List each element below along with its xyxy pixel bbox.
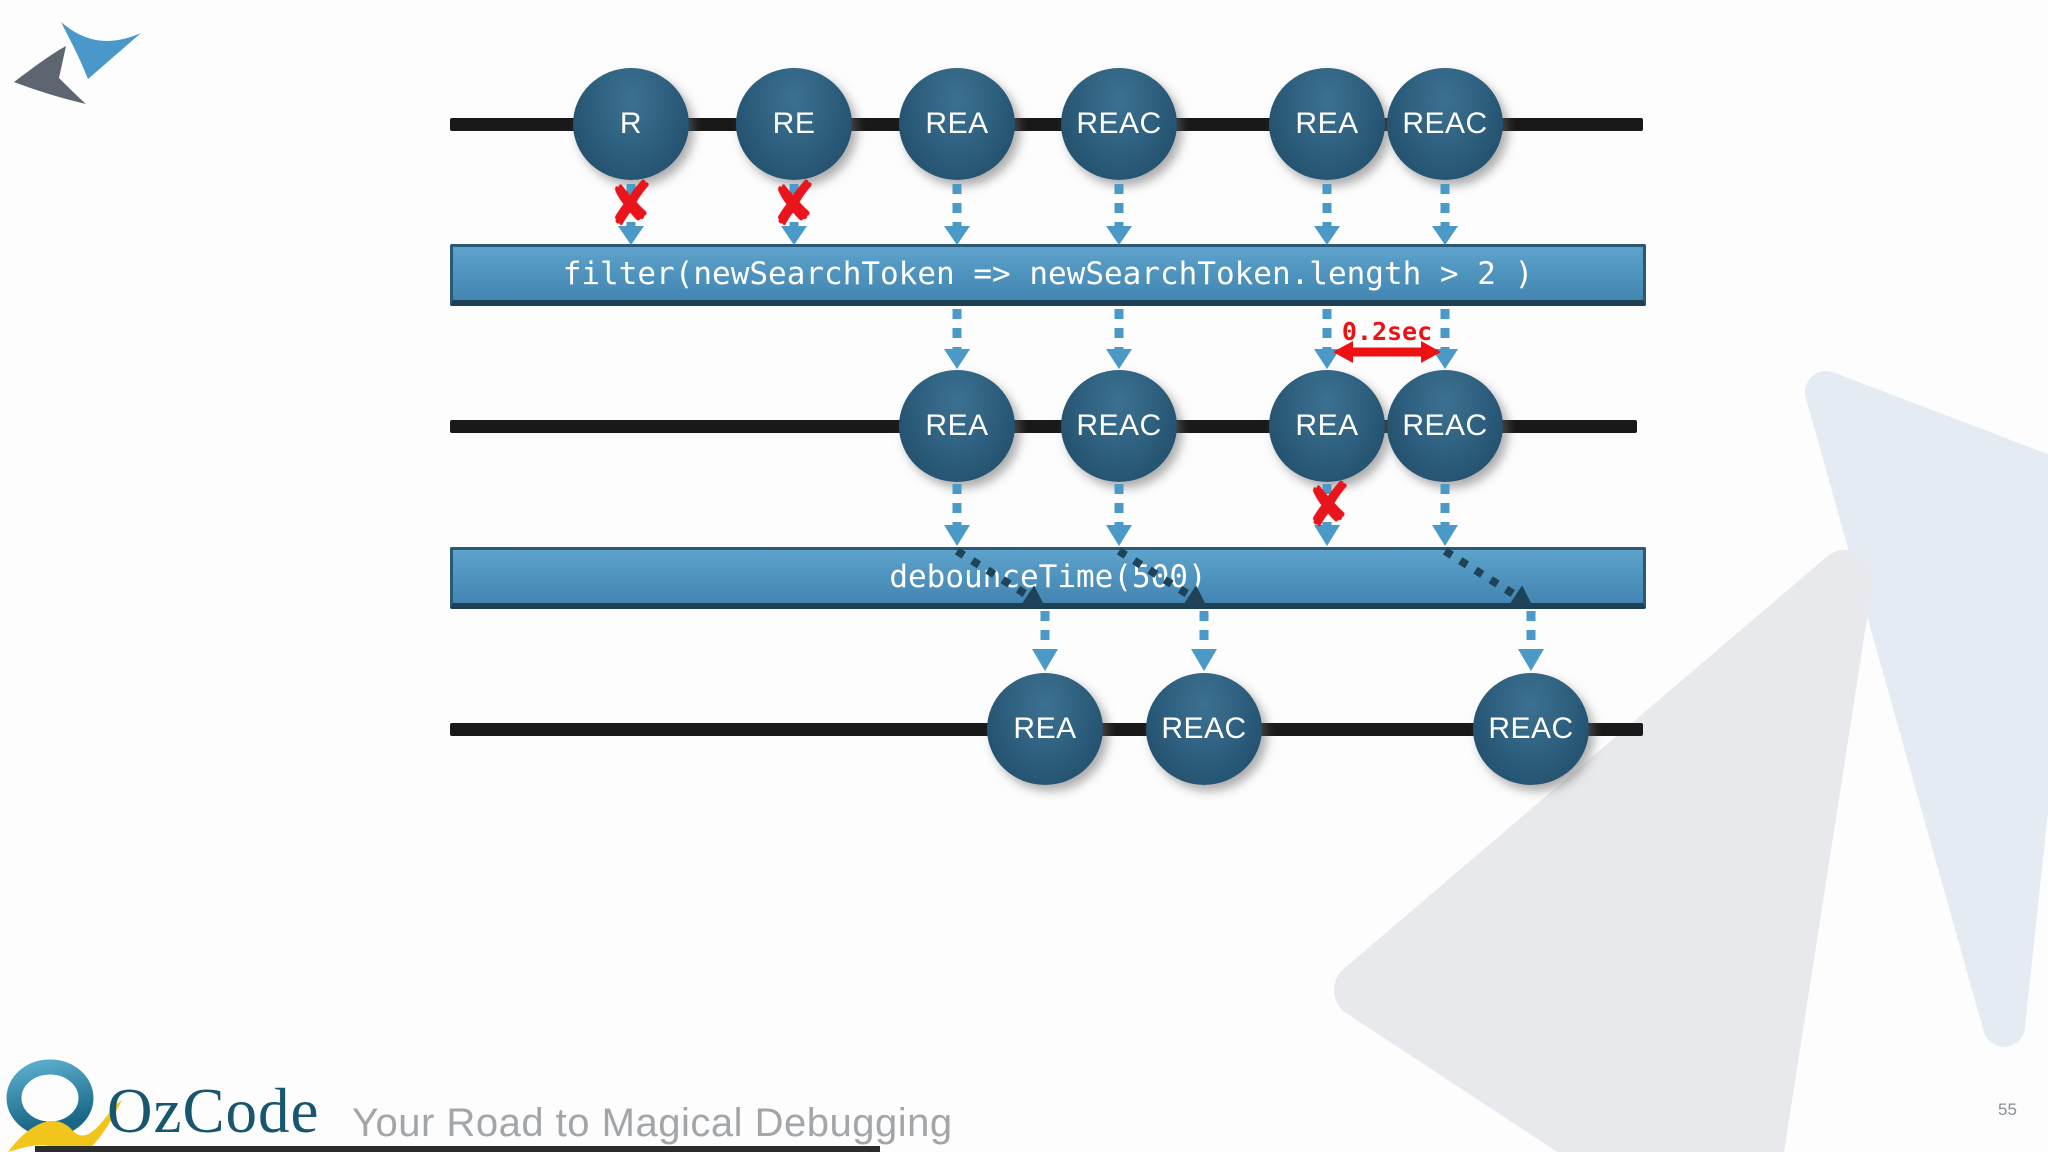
marble-label: REA [1295,409,1359,442]
brand-logo-road [8,1100,122,1152]
bottom-edge-strip [35,1146,880,1152]
marble-row1-4: REAC [1061,68,1177,180]
marble-label: REA [925,409,989,442]
marble-label: RE [772,107,816,140]
marble-label: REAC [1076,107,1162,140]
marble-row2-4: REAC [1387,370,1503,482]
logo-gray-arrow [14,46,86,104]
rejected-x-icon: ✘ [603,167,659,241]
page-number: 55 [1998,1100,2017,1119]
marble-label: REA [925,107,989,140]
rejected-x-icon: ✘ [1301,468,1357,542]
filter-operator-label: filter(newSearchToken => newSearchToken.… [562,255,1534,292]
marble-row3-3: REAC [1473,673,1589,785]
marble-label: REAC [1076,409,1162,442]
debounce-operator-label: debounceTime(500) [889,558,1207,595]
marble-label: REAC [1161,712,1247,745]
interval-annotation: 0.2sec [1341,317,1433,346]
marble-label: R [619,107,643,140]
marble-row3-2: REAC [1146,673,1262,785]
marble-row1-3: REA [899,68,1015,180]
debounce-operator-bar: debounceTime(500) [450,547,1646,609]
brand-tagline: Your Road to Magical Debugging [352,1101,953,1145]
marble-row1-1: R [573,68,689,180]
marble-label: REAC [1402,409,1488,442]
company-logo-mark [14,22,141,104]
marble-row2-2: REAC [1061,370,1177,482]
brand-name: OzCode [107,1076,320,1146]
marble-label: REAC [1402,107,1488,140]
marble-row1-2: RE [736,68,852,180]
marble-label: REAC [1488,712,1574,745]
marble-row1-6: REAC [1387,68,1503,180]
filter-operator-bar: filter(newSearchToken => newSearchToken.… [450,244,1646,306]
marble-row1-5: REA [1269,68,1385,180]
marble-row3-1: REA [987,673,1103,785]
bg-arrow-shape-wide [1334,550,1873,1152]
bg-arrow-shape-tall [1805,371,2048,1047]
logo-blue-arrow [61,22,141,79]
brand-logo-graphic [6,1059,122,1152]
brand-logo-ring [6,1059,94,1137]
marble-row2-3: REA [1269,370,1385,482]
rejected-x-icon: ✘ [766,167,822,241]
marble-row2-1: REA [899,370,1015,482]
marble-label: REA [1295,107,1359,140]
marble-label: REA [1013,712,1077,745]
